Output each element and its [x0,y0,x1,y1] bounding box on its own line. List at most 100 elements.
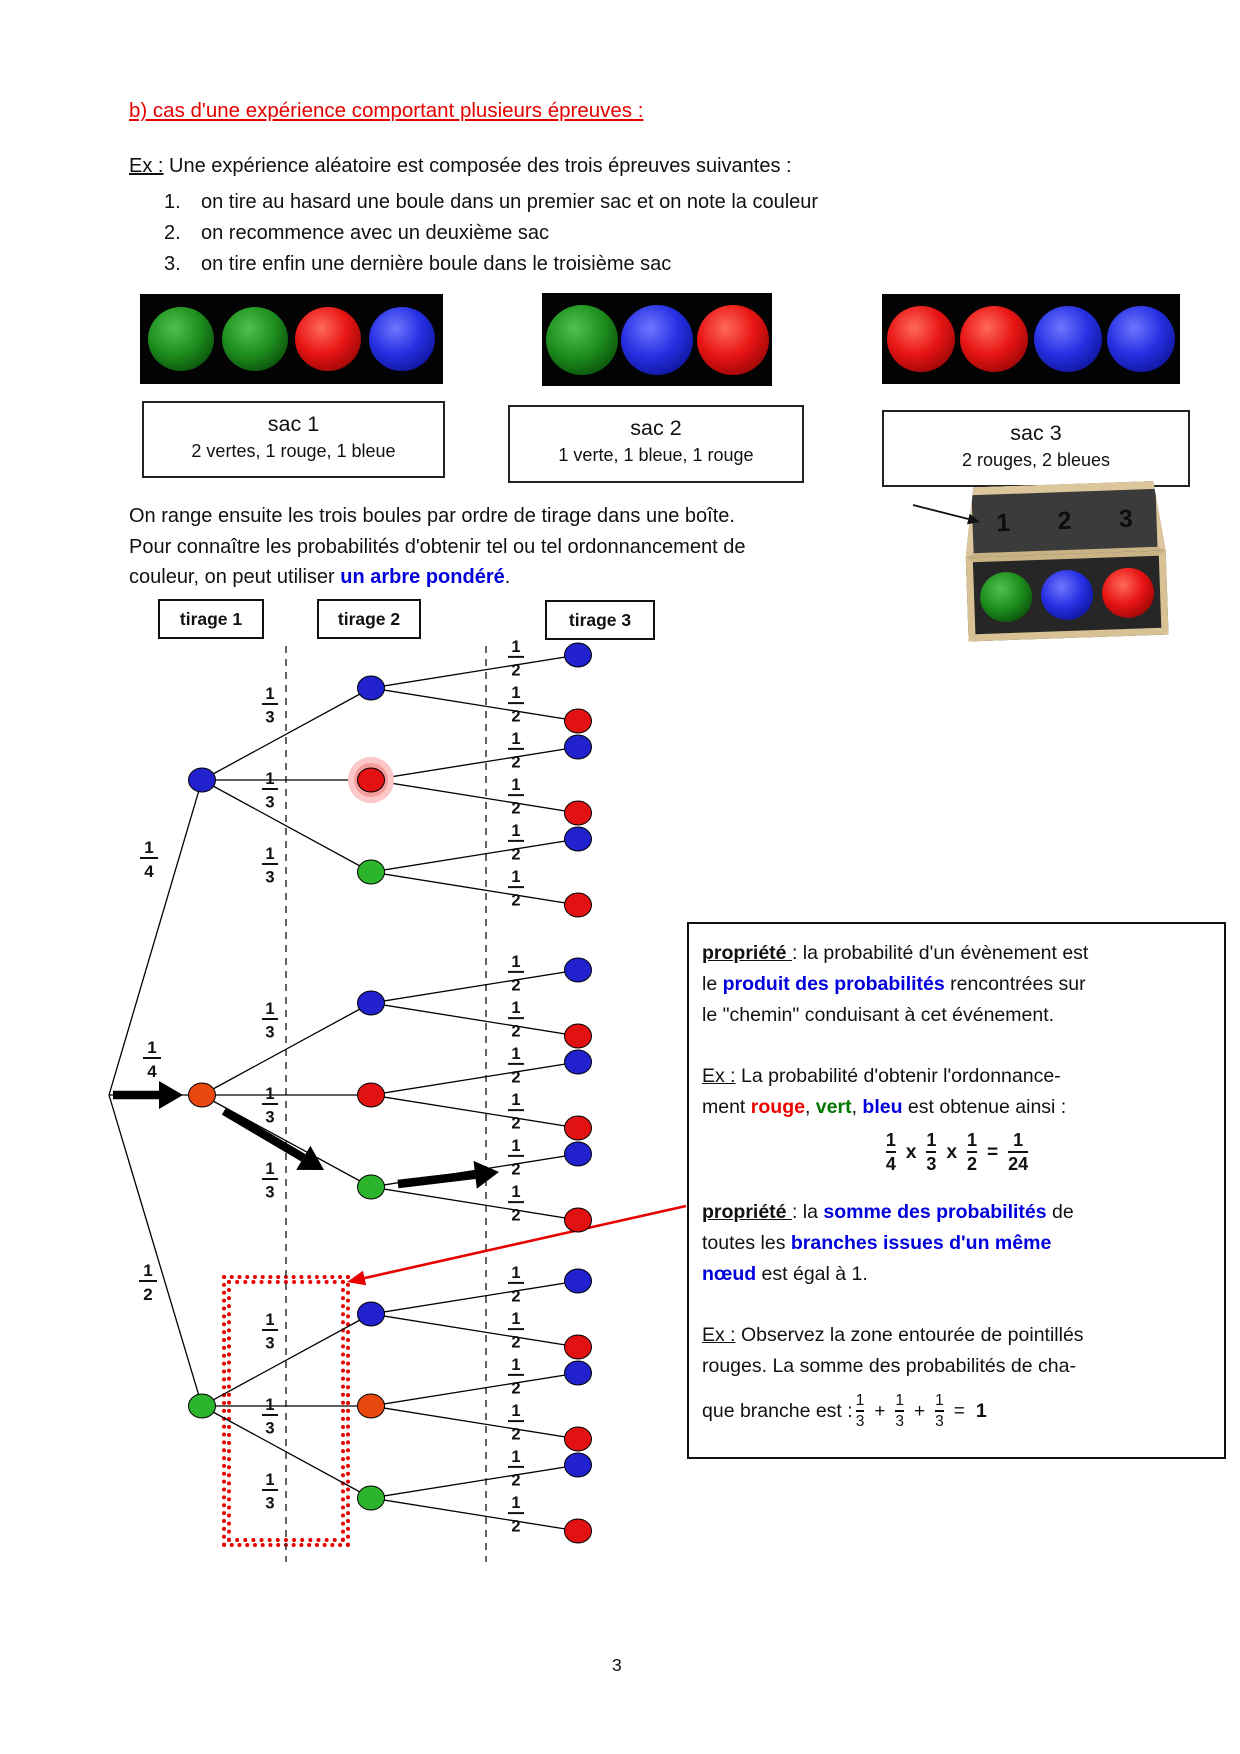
text-run: Ex : [702,1324,736,1346]
text-run: le "chemin" conduisant à cet événement. [702,1004,1055,1026]
leaf-prob-den: 2 [511,753,520,771]
leaf-prob-den: 2 [511,1068,520,1086]
leaf-prob-num: 1 [511,1045,520,1063]
ex-label: Ex : [129,155,164,177]
tree-node-red [564,1518,592,1544]
lid-number: 3 [1118,504,1134,533]
tree-node-red [564,892,592,918]
property-text-line: rouges. La somme des probabilités de cha… [702,1351,1212,1382]
text-run: Observez la zone entourée de pointillés [735,1324,1084,1346]
tree-branch [370,687,579,722]
leaf-prob-den: 2 [511,892,520,910]
property-box: propriété : la probabilité d'un évènemen… [687,922,1226,1459]
level2-prob-num: 1 [265,685,274,703]
level2-prob-den: 3 [265,1184,274,1202]
tree-node-red [564,708,592,734]
ball-red [887,306,956,372]
boite-pointer-arrow-shaft [912,504,969,520]
text-run: rouge [750,1096,805,1118]
tree-node-blue [357,675,385,701]
text-run: est égal à 1. [756,1263,868,1285]
ball-blue [621,304,693,375]
tree-header-tirage-3: tirage 3 [545,600,655,640]
leaf-prob-num: 1 [511,999,520,1017]
leaf-prob-num: 1 [511,953,520,971]
path-arrow-2-head [296,1145,324,1170]
leaf-prob-num: 1 [511,638,520,656]
tree-branch [201,1002,372,1096]
tree-branch [108,779,203,1096]
level2-prob-den: 3 [265,1109,274,1127]
sac-photo-3 [882,294,1180,384]
leaf-prob-num: 1 [511,730,520,748]
tree-branch [201,687,372,781]
tree-node-red [564,1334,592,1360]
range-paragraph: On range ensuite les trois boules par or… [129,501,889,593]
leaf-prob-num: 1 [511,1137,520,1155]
sac-photo-1 [140,294,443,384]
text-run: toutes les [702,1232,791,1254]
level1-prob-num: 1 [147,1038,156,1057]
tree-node-blue [564,1049,592,1075]
tree-branch [370,1497,579,1532]
property-text-line [702,1290,1212,1320]
tree-node-red [357,767,385,793]
range-line-2: Pour connaître les probabilités d'obteni… [129,535,746,558]
level2-prob-num: 1 [265,770,274,788]
step-item-3: 3.on tire enfin une dernière boule dans … [164,249,818,280]
path-arrow-1-head [159,1081,183,1109]
level1-prob-den: 2 [143,1285,152,1304]
sac-contents: 2 rouges, 2 bleues [961,450,1111,470]
property-text-line [702,1031,1212,1061]
leaf-prob-den: 2 [511,1287,520,1305]
property-text-line: le "chemin" conduisant à cet événement. [702,1000,1212,1031]
tree-branch [370,746,579,781]
red-dotted-highlight-rect-inner [227,1280,345,1542]
tree-node-red [564,800,592,826]
ball-red [295,307,362,371]
text-run: vert [815,1096,852,1118]
leaf-prob-num: 1 [511,1183,520,1201]
box-ball-blue [1040,569,1094,621]
ball-red [960,306,1029,372]
example-intro: Ex : Une expérience aléatoire est compos… [129,155,792,178]
property-text-line: le produit des probabilités rencontrées … [702,969,1212,1000]
level2-prob-num: 1 [265,1160,274,1178]
sac-contents: 1 verte, 1 bleue, 1 rouge [558,445,754,465]
property-text-line: ment rouge, vert, bleu est obtenue ainsi… [702,1092,1212,1123]
tree-node-blue [564,1268,592,1294]
text-run: rencontrées sur [944,973,1086,995]
text-run: somme des probabilités [823,1201,1047,1223]
halo-inner [354,763,388,797]
text-run: , [851,1096,863,1118]
level2-prob-den: 3 [265,709,274,727]
tree-branch [370,1372,579,1407]
tree-node-blue [564,826,592,852]
text-run: produit des probabilités [722,973,945,995]
tree-node-blue [357,990,385,1016]
tree-node-blue [564,1141,592,1167]
leaf-prob-num: 1 [511,1494,520,1512]
text-run: rouges. La somme des probabilités de cha… [702,1355,1076,1377]
ex-text: Une expérience aléatoire est composée de… [163,155,792,177]
leaf-prob-num: 1 [511,1091,520,1109]
tree-branch [370,1186,579,1221]
ball-green [147,307,214,371]
experiment-steps-list: 1.on tire au hasard une boule dans un pr… [164,187,818,280]
tree-node-red [564,1207,592,1233]
step-text: on recommence avec un deuxième sac [201,222,549,244]
tree-branch [108,1094,203,1407]
tree-branch [370,871,579,906]
leaf-prob-den: 2 [511,1160,520,1178]
text-run: Ex : [702,1065,736,1087]
leaf-prob-num: 1 [511,1448,520,1466]
leaf-prob-num: 1 [511,1264,520,1282]
